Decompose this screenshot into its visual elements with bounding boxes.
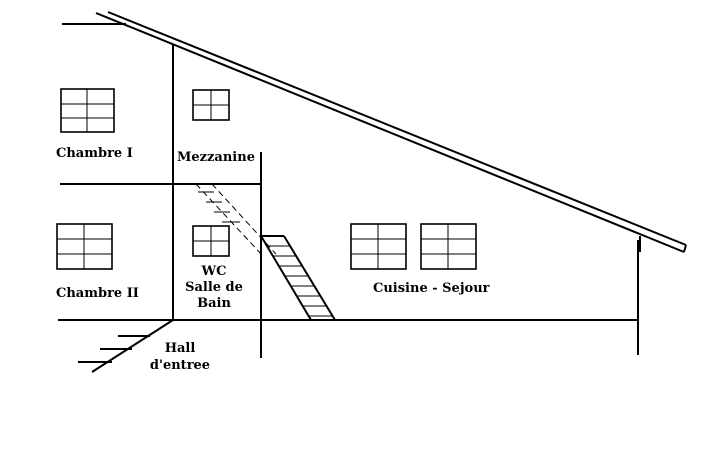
label-mezzanine: Mezzanine <box>177 150 255 165</box>
window-chambre-1 <box>60 88 115 133</box>
label-hall: Hall <box>165 341 196 356</box>
label-wc: WC <box>201 264 227 279</box>
label-bain: Bain <box>197 296 231 311</box>
label-cuisine-sejour: Cuisine - Sejour <box>373 281 490 296</box>
window-mezzanine <box>192 89 230 121</box>
label-dentree: d'entree <box>150 358 210 373</box>
window-chambre-2 <box>56 223 113 270</box>
entrance-steps <box>78 319 174 373</box>
label-chambre-1: Chambre I <box>56 146 133 161</box>
roof <box>95 11 687 253</box>
label-salle-de: Salle de <box>185 280 243 295</box>
window-sejour-1 <box>350 223 407 270</box>
staircase <box>195 183 336 321</box>
window-wc <box>192 225 230 257</box>
label-chambre-2: Chambre II <box>56 286 139 301</box>
window-sejour-2 <box>420 223 477 270</box>
